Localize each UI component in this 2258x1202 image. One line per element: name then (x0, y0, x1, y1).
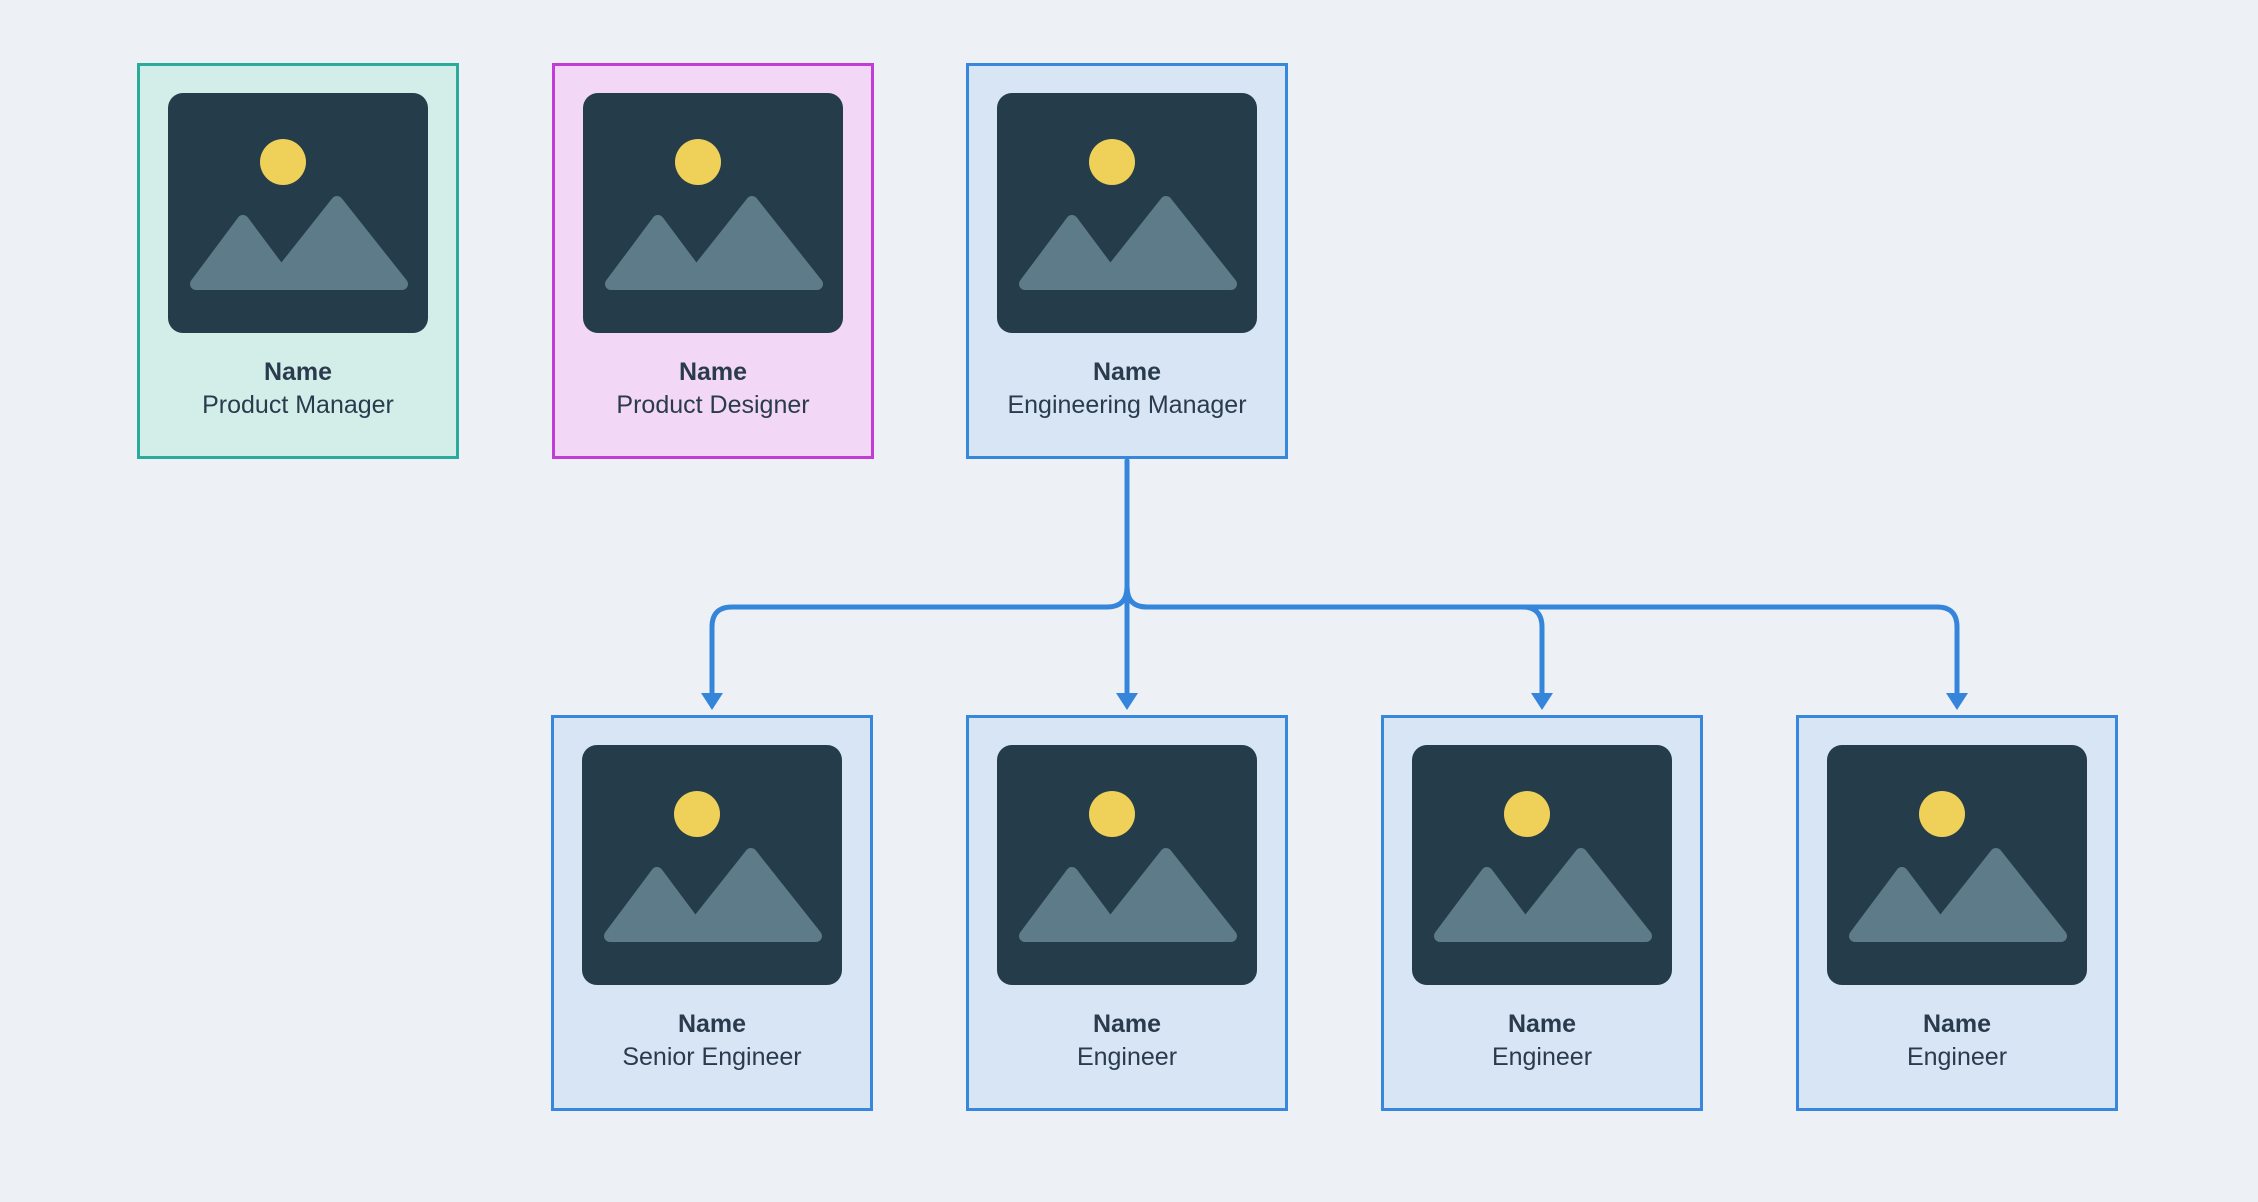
person-name: Name (1507, 1010, 1577, 1038)
connector-edge-engineer-2 (1124, 458, 1545, 698)
person-card-engineer-2[interactable]: Name Engineer (1381, 715, 1703, 1111)
arrowhead-icon (701, 693, 723, 710)
person-role: Engineer (1076, 1043, 1178, 1071)
person-role: Senior Engineer (622, 1043, 802, 1071)
person-role: Engineering Manager (1007, 391, 1247, 419)
image-placeholder-icon (1827, 745, 2087, 985)
person-name: Name (1092, 1010, 1162, 1038)
person-card-senior-engineer[interactable]: Name Senior Engineer (551, 715, 873, 1111)
person-card-product-designer[interactable]: Name Product Designer (552, 63, 874, 459)
arrowhead-icon (1116, 693, 1138, 710)
arrowhead-icon (1531, 693, 1553, 710)
image-placeholder-icon (583, 93, 843, 333)
person-role: Product Designer (616, 391, 810, 419)
image-placeholder-icon (168, 93, 428, 333)
person-card-engineer-3[interactable]: Name Engineer (1796, 715, 2118, 1111)
image-placeholder-icon (997, 745, 1257, 985)
connector-edge-engineer-3 (1124, 458, 1960, 698)
person-name: Name (1092, 358, 1162, 386)
person-role: Engineer (1906, 1043, 2008, 1071)
person-card-engineer-1[interactable]: Name Engineer (966, 715, 1288, 1111)
person-card-engineering-manager[interactable]: Name Engineering Manager (966, 63, 1288, 459)
person-role: Engineer (1491, 1043, 1593, 1071)
image-placeholder-icon (1412, 745, 1672, 985)
person-role: Product Manager (202, 391, 394, 419)
image-placeholder-icon (997, 93, 1257, 333)
image-placeholder-icon (582, 745, 842, 985)
connector-edge-senior-engineer (709, 458, 1130, 698)
arrowhead-icon (1946, 693, 1968, 710)
person-name: Name (678, 358, 748, 386)
person-name: Name (263, 358, 333, 386)
person-card-product-manager[interactable]: Name Product Manager (137, 63, 459, 459)
person-name: Name (677, 1010, 747, 1038)
person-name: Name (1922, 1010, 1992, 1038)
